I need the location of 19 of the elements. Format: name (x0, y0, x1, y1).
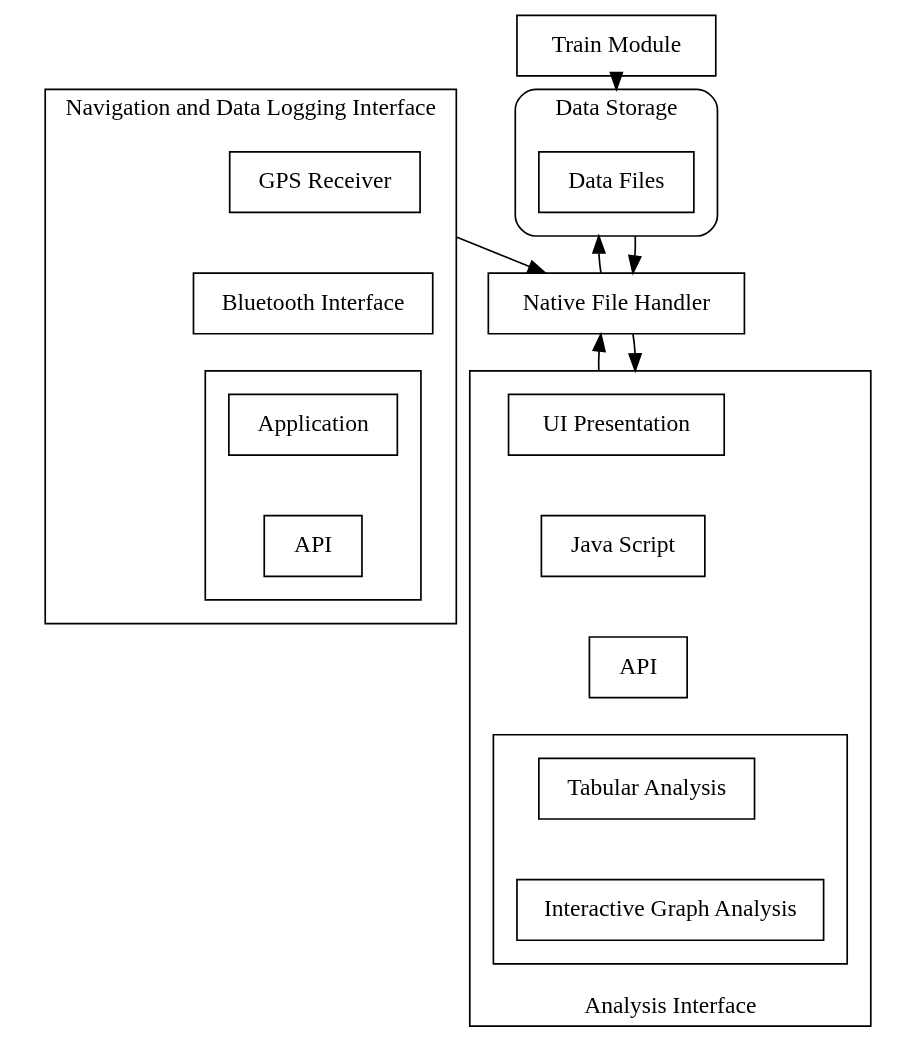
node-box: Tabular Analysis (538, 757, 756, 820)
arrow (628, 333, 643, 374)
node-box: Native File Handler (487, 272, 746, 335)
arrow (591, 233, 607, 274)
node-box: API (588, 636, 688, 699)
arrow (627, 235, 642, 276)
node-box: UI Presentation (507, 393, 726, 456)
cluster (204, 369, 422, 601)
node-box: Application (228, 393, 399, 456)
node-box: Interactive Graph Analysis (516, 878, 825, 942)
cluster (492, 733, 849, 965)
node-box: GPS Receiver (228, 150, 421, 214)
arrow (591, 331, 607, 372)
node-box: Data Files (538, 150, 695, 214)
node-box: Bluetooth Interface (192, 272, 434, 335)
node-box: Java Script (540, 514, 706, 578)
arrow (609, 71, 624, 92)
node-box: API (263, 514, 363, 578)
arrow (455, 236, 548, 274)
